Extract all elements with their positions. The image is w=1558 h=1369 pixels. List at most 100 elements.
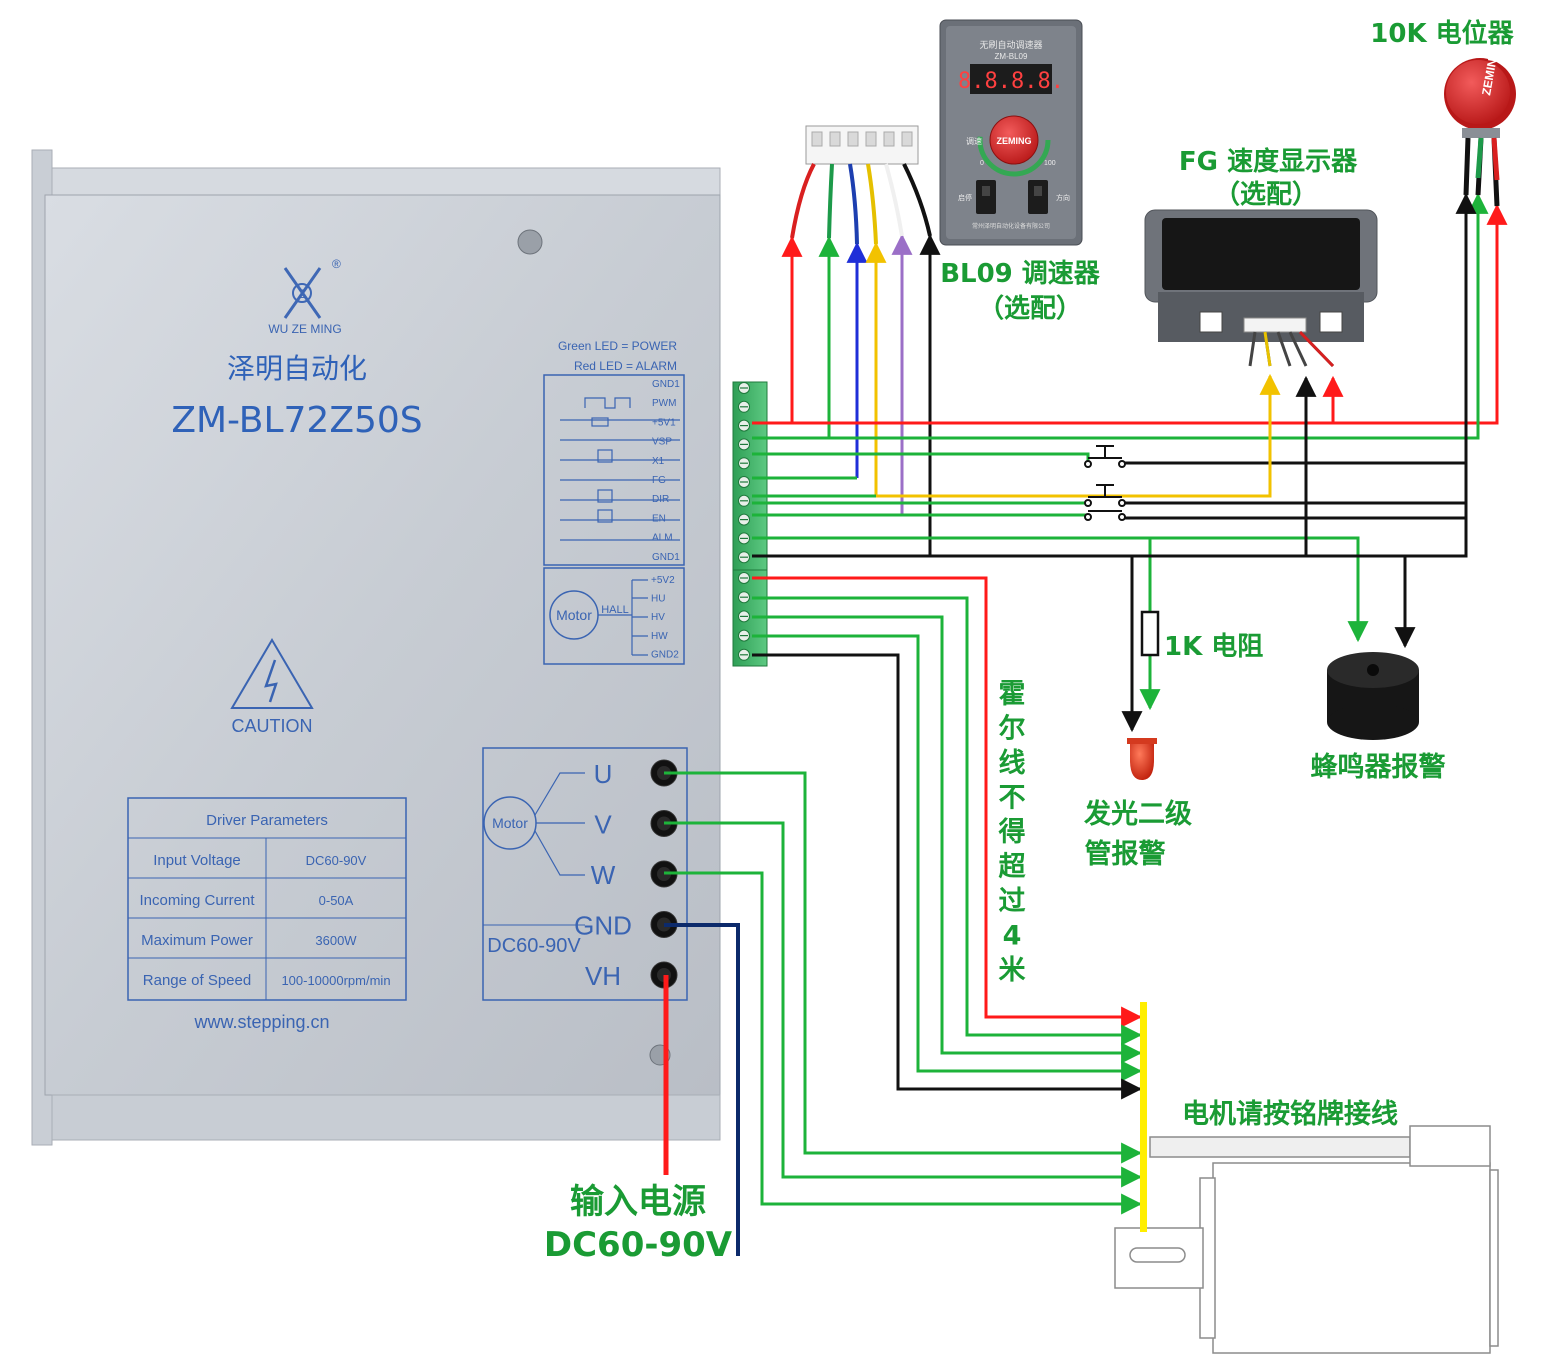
alarm-buzzer xyxy=(1327,652,1419,740)
ctrl-pin-label: +5V1 xyxy=(652,417,676,428)
label-input-power-line2: DC60-90V xyxy=(544,1225,733,1265)
wire-5v1 xyxy=(752,192,1489,440)
bl09-display xyxy=(970,64,1052,94)
model-name: ZM-BL72Z50S xyxy=(171,400,422,441)
led-green-note: Green LED = POWER xyxy=(558,339,677,353)
bl09-connector-plug xyxy=(790,125,932,245)
wire-power-gnd xyxy=(664,923,740,1256)
power-pin-label: GND xyxy=(574,911,632,941)
brand-en: WU ZE MING xyxy=(268,322,341,336)
bl09-switch-right-label: 方向 xyxy=(1056,193,1070,202)
hall-label: HALL xyxy=(601,604,629,616)
hall-pin-label: HV xyxy=(651,612,665,623)
motor-connector-bar xyxy=(1140,1002,1147,1232)
power-pin-label: U xyxy=(594,759,613,789)
params-title: Driver Parameters xyxy=(206,812,328,829)
push-switch-2 xyxy=(1084,484,1126,507)
fg-speed-display xyxy=(1144,209,1378,368)
signal-terminal xyxy=(732,381,768,571)
power-pin-label: VH xyxy=(585,961,621,991)
label-buzzer: 蜂鸣器报警 xyxy=(1311,752,1446,783)
wire-hall-hw xyxy=(752,634,1143,1082)
bl09-controller: 无刷自动调速器 ZM-BL09 8.8.8.8. ZEMING 调速 0 100… xyxy=(939,19,1083,246)
hall-pin-label: HU xyxy=(651,594,665,605)
wire-hall-hu xyxy=(752,596,1143,1046)
label-resistor: 1K 电阻 xyxy=(1164,632,1263,662)
wire-phase-w xyxy=(664,871,1143,1215)
hall-note-char: 超 xyxy=(999,852,1027,883)
alarm-led xyxy=(1127,738,1157,780)
param-name: Input Voltage xyxy=(153,852,241,869)
wire-hall-5v xyxy=(752,576,1143,1028)
power-motor-label: Motor xyxy=(492,815,528,831)
bl09-title: 无刷自动调速器 xyxy=(979,39,1042,50)
motor xyxy=(1114,1125,1499,1354)
screw-top xyxy=(517,229,543,255)
label-led-line1: 发光二级 xyxy=(1083,798,1192,830)
ctrl-pin-label: VSP xyxy=(652,437,672,448)
wire-phase-v xyxy=(664,821,1143,1188)
param-name: Incoming Current xyxy=(139,892,255,909)
wire-phase-u xyxy=(664,771,1143,1164)
hall-pin-label: GND2 xyxy=(651,649,679,660)
resistor-1k xyxy=(1140,610,1160,657)
label-bl09-line2: （选配） xyxy=(978,294,1082,324)
driver-heatsink-top xyxy=(51,167,721,199)
label-input-power-line1: 输入电源 xyxy=(570,1182,706,1222)
hall-note-char: 米 xyxy=(999,955,1026,986)
wire-alm xyxy=(752,536,1369,643)
hall-pin-label: HW xyxy=(651,631,668,642)
svg-text:®: ® xyxy=(332,257,341,271)
brand-cn: 泽明自动化 xyxy=(227,352,367,385)
push-switch-3 xyxy=(1084,510,1126,521)
label-led-line2: 管报警 xyxy=(1085,839,1166,870)
label-motor-note: 电机请按铭牌接线 xyxy=(1182,1098,1398,1130)
param-name: Range of Speed xyxy=(143,972,251,989)
hall-note-char: 不 xyxy=(999,783,1026,814)
potentiometer: ZEMING xyxy=(1444,48,1516,207)
brand-logo: Z ® xyxy=(283,257,341,319)
bl09-knob[interactable] xyxy=(989,115,1039,165)
bl09-display-digits: 8.8.8.8. xyxy=(958,69,1064,94)
terminal-block xyxy=(732,381,768,667)
caution-sign: CAUTION xyxy=(230,638,314,736)
hall-note-char: 得 xyxy=(998,817,1026,848)
bl09-switch-start[interactable] xyxy=(976,180,996,214)
bl09-scale-low: 0 xyxy=(980,160,984,167)
label-bl09-line1: BL09 调速器 xyxy=(940,259,1101,289)
hall-pin-label: +5V2 xyxy=(651,575,675,586)
push-switch-1 xyxy=(1084,445,1126,468)
bl09-knob-brand: ZEMING xyxy=(997,136,1032,146)
power-pin-label: V xyxy=(594,810,612,840)
param-value: 0-50A xyxy=(319,893,354,908)
bl09-switch-dir[interactable] xyxy=(1028,180,1048,214)
terminal-screws xyxy=(738,382,750,661)
ctrl-pin-label: GND1 xyxy=(652,552,680,563)
bl09-switch-left-label: 启停 xyxy=(958,193,972,202)
power-voltage: DC60-90V xyxy=(487,935,581,957)
bl09-scale-high: 100 xyxy=(1044,160,1056,167)
param-value: DC60-90V xyxy=(306,853,367,868)
hall-note-char: 4 xyxy=(1003,921,1022,952)
ctrl-pin-label: X1 xyxy=(652,456,665,467)
driver-unit: Z ® WU ZE MING 泽明自动化 ZM-BL72Z50S Green L… xyxy=(31,149,721,1146)
hall-note-char: 线 xyxy=(999,748,1026,779)
wire-vsp xyxy=(752,452,1090,464)
led-red-note: Red LED = ALARM xyxy=(574,359,677,373)
ctrl-pin-label: ALM xyxy=(652,533,673,544)
caution-text: CAUTION xyxy=(232,716,313,736)
label-fg-line2: （选配） xyxy=(1214,180,1318,210)
ctrl-pin-label: EN xyxy=(652,513,666,524)
hall-motor-label: Motor xyxy=(556,607,592,623)
param-value: 3600W xyxy=(315,933,357,948)
parameter-table: Driver Parameters Input Voltage DC60-90V I… xyxy=(127,797,407,1001)
brand-mark: Z xyxy=(298,287,305,301)
label-fg-line1: FG 速度显示器 xyxy=(1179,146,1358,177)
bl09-model: ZM-BL09 xyxy=(995,52,1028,61)
wire-gnd1 xyxy=(752,192,1477,558)
